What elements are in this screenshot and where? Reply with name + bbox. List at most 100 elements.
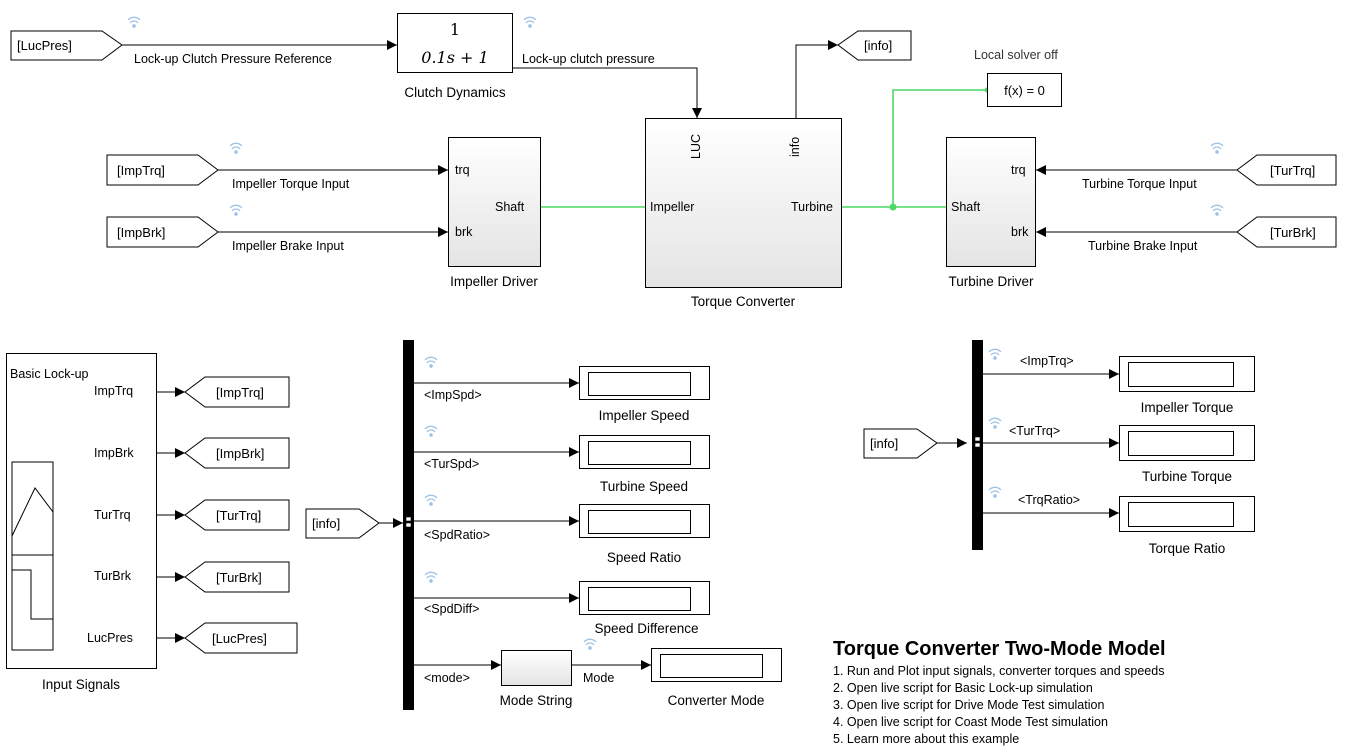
display-screen	[1128, 431, 1234, 456]
display-screen	[588, 587, 691, 611]
notes-item[interactable]: 5. Learn more about this example	[833, 732, 1020, 746]
port-luc: LUC	[689, 133, 703, 159]
clutch-dynamics-caption: Clutch Dynamics	[404, 85, 506, 100]
signal-turbine-torque-input: Turbine Torque Input	[1082, 177, 1197, 191]
tf-numerator: 1	[449, 20, 461, 39]
signal-mode: <mode>	[424, 671, 470, 685]
goto-tag-turbrk	[184, 561, 290, 593]
display-screen	[1128, 362, 1234, 387]
tag-info-top-label: [info]	[864, 38, 893, 53]
input-signals-block[interactable]: Basic Lock-up ImpTrq ImpBrk TurTrq TurBr…	[6, 353, 157, 669]
port-turbine: Turbine	[791, 200, 833, 214]
converter-mode-caption: Converter Mode	[667, 693, 765, 708]
port-shaft: Shaft	[495, 200, 525, 214]
from-tag-turtrq	[1236, 154, 1337, 186]
display-screen	[1128, 502, 1234, 527]
signal-lockup-pressure: Lock-up clutch pressure	[522, 52, 655, 66]
display-screen	[588, 510, 691, 534]
turbine-torque-caption: Turbine Torque	[1141, 469, 1233, 484]
solver-label: f(x) = 0	[1004, 83, 1045, 98]
turbine-speed-caption: Turbine Speed	[599, 479, 689, 494]
from-tag-info-mid	[305, 508, 380, 539]
display-speed-ratio[interactable]	[579, 504, 710, 538]
display-impeller-speed[interactable]	[579, 366, 710, 400]
impeller-driver-block[interactable]: trq Shaft brk	[448, 137, 541, 267]
goto-tag-lucpres	[184, 622, 298, 654]
tag-imptrq-label: [ImpTrq]	[117, 163, 165, 178]
display-turbine-torque[interactable]	[1119, 425, 1255, 461]
port-shaft: Shaft	[951, 200, 981, 214]
tag-turtrq-label: [TurTrq]	[1270, 163, 1316, 178]
speed-difference-caption: Speed Difference	[594, 621, 699, 636]
tag-impbrk-label: [ImpBrk]	[117, 225, 166, 240]
signal-impeller-torque-input: Impeller Torque Input	[232, 177, 350, 191]
port-turtrq: TurTrq	[94, 508, 131, 522]
tag-info-mid-label: [info]	[312, 516, 341, 531]
port-impbrk: ImpBrk	[94, 446, 134, 460]
signal-spddiff: <SpdDiff>	[424, 602, 480, 616]
notes-item[interactable]: 4. Open live script for Coast Mode Test …	[833, 715, 1108, 729]
display-screen	[660, 654, 763, 678]
torque-converter-caption: Torque Converter	[690, 294, 796, 309]
clutch-dynamics-block[interactable]: 1 0.1s + 1	[397, 13, 513, 73]
notes-item[interactable]: 1. Run and Plot input signals, converter…	[833, 664, 1165, 678]
from-tag-lucpres	[10, 30, 123, 61]
signal-spdratio: <SpdRatio>	[424, 528, 491, 542]
display-screen	[588, 372, 691, 396]
port-brk: brk	[455, 225, 473, 239]
display-torque-ratio[interactable]	[1119, 496, 1255, 532]
goto-lucpres-label: [LucPres]	[212, 631, 267, 646]
tag-info-right-label: [info]	[870, 436, 899, 451]
goto-turtrq-label: [TurTrq]	[216, 508, 262, 523]
from-tag-impbrk	[106, 216, 219, 248]
signal-turbine-brake-input: Turbine Brake Input	[1088, 239, 1198, 253]
signal-impeller-brake-input: Impeller Brake Input	[232, 239, 344, 253]
port-info: info	[788, 136, 802, 157]
signal-trqratio: <TrqRatio>	[1018, 493, 1081, 507]
notes-list: 1. Run and Plot input signals, converter…	[833, 663, 1164, 748]
impeller-speed-caption: Impeller Speed	[598, 408, 690, 423]
tag-lucpres-label: [LucPres]	[17, 38, 72, 53]
notes-item[interactable]: 3. Open live script for Drive Mode Test …	[833, 698, 1105, 712]
goto-turbrk-label: [TurBrk]	[216, 570, 262, 585]
mode-string-caption: Mode String	[499, 693, 573, 708]
from-tag-turbrk	[1236, 216, 1337, 248]
signal-turtrq: <TurTrq>	[1009, 424, 1061, 438]
logging-icons	[127, 16, 1224, 650]
signal-mode-out: Mode	[583, 671, 615, 685]
display-screen	[588, 441, 691, 465]
speed-ratio-caption: Speed Ratio	[606, 550, 682, 565]
impeller-driver-caption: Impeller Driver	[450, 274, 538, 289]
torque-converter-block[interactable]: LUC info Impeller Turbine	[645, 118, 842, 288]
display-impeller-torque[interactable]	[1119, 356, 1255, 392]
notes-title: Torque Converter Two-Mode Model	[833, 638, 1166, 660]
input-signals-caption: Input Signals	[41, 677, 121, 692]
display-converter-mode[interactable]	[651, 648, 782, 682]
port-turbrk: TurBrk	[94, 569, 132, 583]
tf-denominator: 0.1s + 1	[421, 48, 489, 67]
torque-ratio-caption: Torque Ratio	[1148, 541, 1226, 556]
goto-tag-imptrq	[184, 376, 290, 408]
tag-shapes	[10, 30, 1337, 654]
signal-turspd: <TurSpd>	[424, 457, 480, 471]
display-speed-difference[interactable]	[579, 581, 710, 615]
signal-impspd: <ImpSpd>	[424, 388, 482, 402]
signal-builder-graphic	[11, 461, 54, 651]
tag-turbrk-label: [TurBrk]	[1270, 225, 1316, 240]
goto-tag-info-top	[837, 30, 912, 61]
signal-lines	[122, 40, 1237, 670]
turbine-driver-block[interactable]: trq Shaft brk	[946, 137, 1036, 267]
port-trq: trq	[1011, 163, 1026, 177]
notes-item[interactable]: 2. Open live script for Basic Lock-up si…	[833, 681, 1093, 695]
from-tag-info-right	[863, 428, 938, 459]
impeller-torque-caption: Impeller Torque	[1140, 400, 1234, 415]
port-trq: trq	[455, 163, 470, 177]
display-turbine-speed[interactable]	[579, 435, 710, 469]
port-impeller: Impeller	[650, 200, 695, 214]
turbine-driver-caption: Turbine Driver	[948, 274, 1034, 289]
bus-port-marks	[405, 436, 981, 528]
goto-impbrk-label: [ImpBrk]	[216, 446, 265, 461]
solver-block[interactable]: f(x) = 0	[987, 73, 1062, 107]
mode-string-block[interactable]	[501, 650, 572, 686]
